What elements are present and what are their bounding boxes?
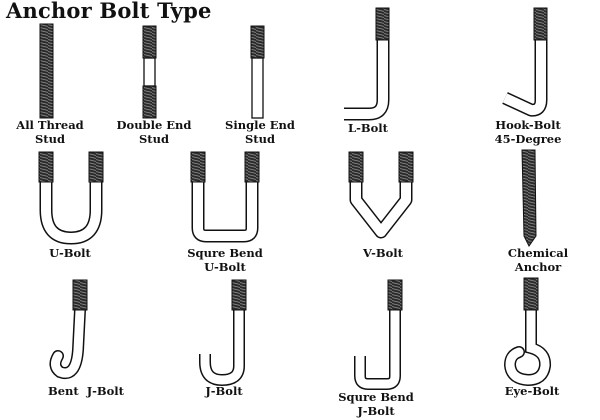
label-line: Eye-Bolt (504, 384, 560, 398)
label-line: Anchor (514, 260, 562, 274)
label-line: J-Bolt (205, 384, 243, 398)
all-thread-stud-figure (39, 23, 54, 119)
label-j-bolt: J-Bolt (176, 384, 272, 398)
l-bolt-figure (344, 7, 390, 121)
label-line: Squre Bend (187, 246, 263, 260)
label-double-end-stud: Double End Stud (106, 118, 202, 146)
label-line: Double End (116, 118, 192, 132)
label-line: U-Bolt (204, 260, 246, 274)
hook-bolt-45-degree-figure (502, 7, 548, 117)
label-line: Squre Bend (338, 390, 414, 404)
label-line: Stud (138, 132, 170, 146)
label-line: Bent J-Bolt (47, 384, 124, 398)
label-single-end-stud: Single End Stud (212, 118, 308, 146)
label-line: Single End (225, 118, 295, 132)
label-line: Chemical (507, 246, 569, 260)
label-u-bolt: U-Bolt (22, 246, 118, 260)
label-line: L-Bolt (348, 121, 388, 135)
label-line: 45-Degree (494, 132, 562, 146)
single-end-stud-figure (250, 25, 265, 119)
chemical-anchor-figure (521, 149, 537, 247)
label-line: Hook-Bolt (495, 118, 561, 132)
label-squre-bend-u-bolt: Squre Bend U-Bolt (177, 246, 273, 274)
label-line: All Thread (16, 118, 84, 132)
label-all-thread-stud: All Thread Stud (2, 118, 98, 146)
label-line: Stud (34, 132, 66, 146)
label-line: Stud (244, 132, 276, 146)
label-bent-j-bolt: Bent J-Bolt (36, 384, 136, 398)
label-squre-bend-j-bolt: Squre Bend J-Bolt (328, 390, 424, 418)
squre-bend-j-bolt-figure (354, 279, 403, 390)
label-l-bolt: L-Bolt (320, 121, 416, 135)
double-end-stud-figure (142, 25, 157, 119)
label-chemical-anchor: Chemical Anchor (490, 246, 586, 274)
eye-bolt-figure (503, 277, 552, 387)
label-v-bolt: V-Bolt (335, 246, 431, 260)
squre-bend-u-bolt-figure (190, 151, 260, 243)
u-bolt-figure (38, 151, 104, 245)
label-hook-bolt-45-degree: Hook-Bolt 45-Degree (480, 118, 576, 146)
bent-j-bolt-figure (49, 279, 88, 379)
j-bolt-figure (199, 279, 247, 387)
label-eye-bolt: Eye-Bolt (484, 384, 580, 398)
page-title: Anchor Bolt Type (6, 0, 212, 23)
v-bolt-figure (348, 151, 414, 239)
label-line: V-Bolt (363, 246, 403, 260)
label-line: U-Bolt (49, 246, 91, 260)
label-line: J-Bolt (357, 404, 395, 418)
